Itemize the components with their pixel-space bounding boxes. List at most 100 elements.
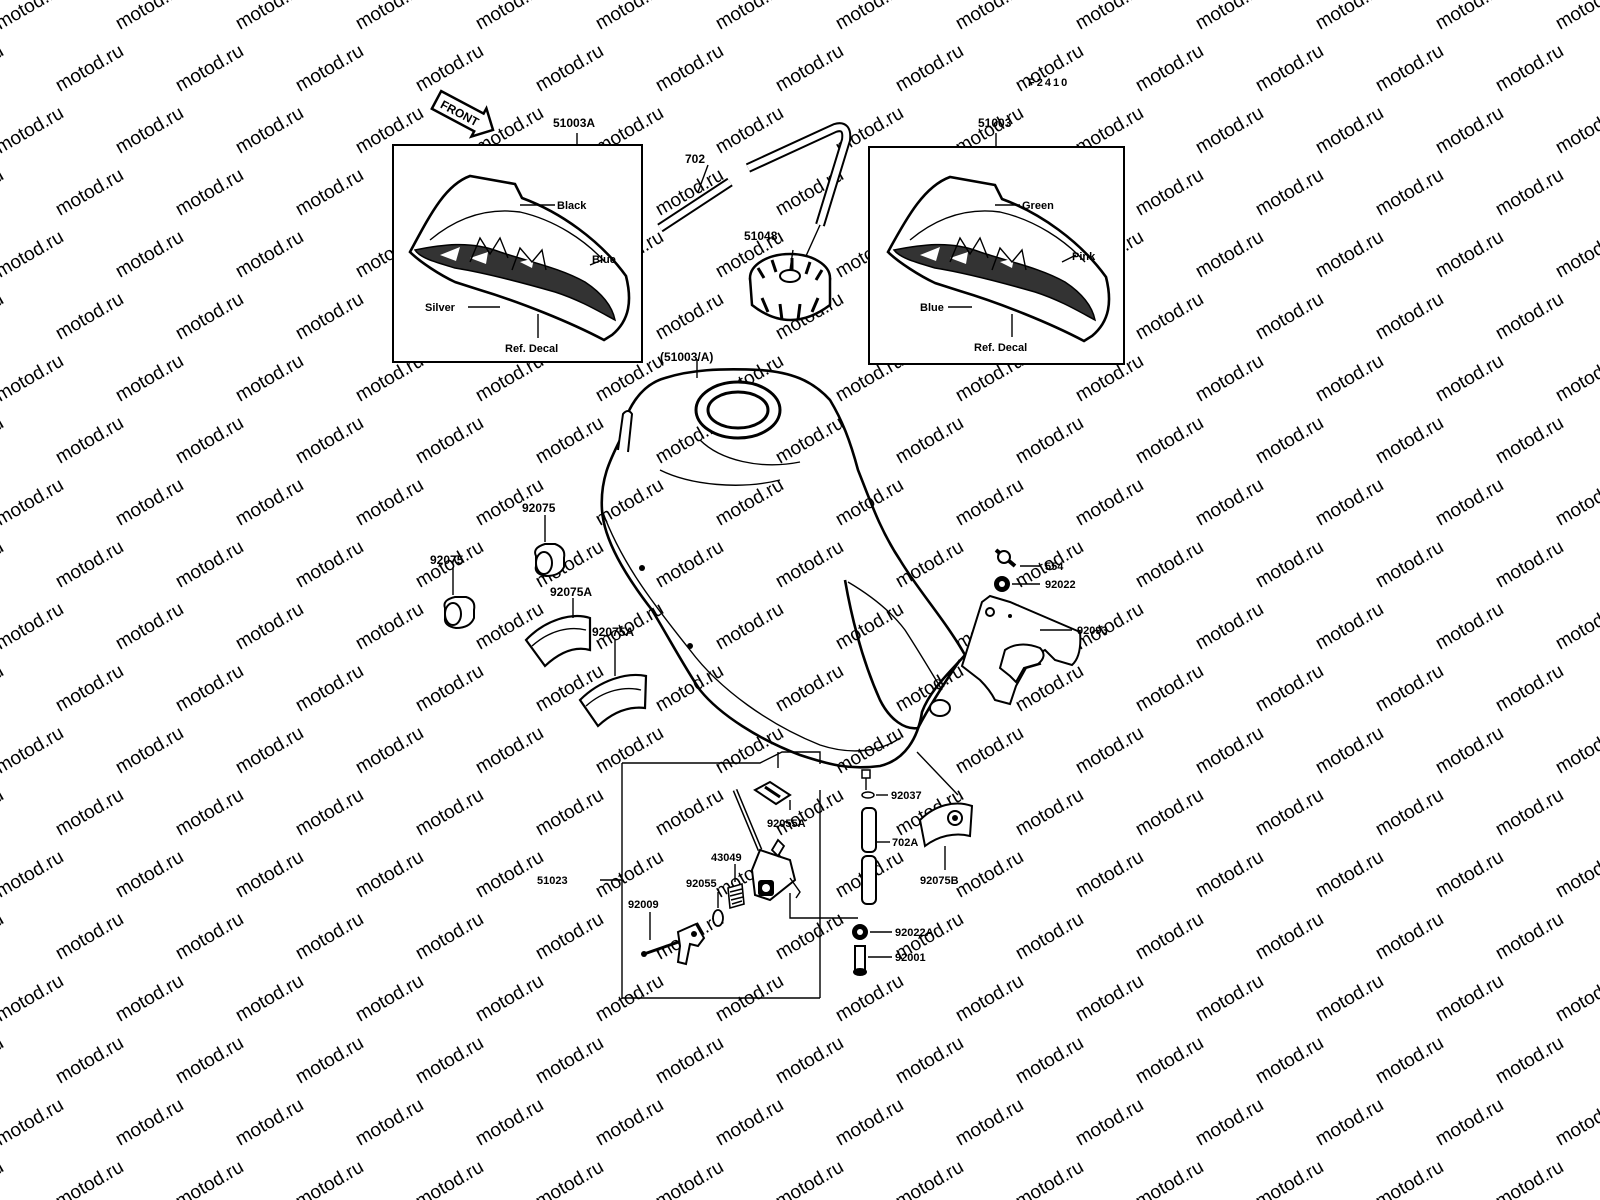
watermark-text: motod.ru (892, 1157, 967, 1200)
watermark-text: motod.ru (1372, 661, 1447, 717)
damper-92075-lower: 92075 (430, 553, 476, 630)
fuel-cap-51048: 51048 (744, 229, 832, 322)
watermark-text: motod.ru (412, 413, 487, 469)
watermark-text: motod.ru (1372, 165, 1447, 221)
watermark-text: motod.ru (112, 475, 187, 531)
watermark-text: motod.ru (892, 413, 967, 469)
watermark-text: motod.ru (1072, 971, 1147, 1027)
washer-92022a: 92022A (852, 924, 934, 940)
watermark-text: motod.ru (1312, 971, 1387, 1027)
watermark-text: motod.ru (592, 723, 667, 779)
watermark-text: motod.ru (0, 723, 67, 779)
watermark-text: motod.ru (1252, 909, 1327, 965)
watermark-text: motod.ru (892, 1033, 967, 1089)
pickup-tube (732, 789, 763, 851)
watermark-text: motod.ru (1012, 909, 1087, 965)
watermark-text: motod.ru (1372, 289, 1447, 345)
inset-left-ref: Ref. Decal (505, 343, 558, 355)
watermark-text: motod.ru (412, 661, 487, 717)
label-92055a: 92055A (767, 818, 806, 830)
watermark-text: motod.ru (232, 103, 307, 159)
label-51048: 51048 (744, 229, 778, 243)
watermark-text: motod.ru (232, 723, 307, 779)
bolt-92001: 92001 (853, 945, 926, 976)
watermark-text: motod.ru (1492, 661, 1567, 717)
watermark-text: motod.ru (1252, 661, 1327, 717)
watermark-text: motod.ru (0, 289, 7, 345)
watermark-text: motod.ru (1072, 1095, 1147, 1151)
inset-right-ref: Ref. Decal (974, 342, 1027, 354)
watermark-text: motod.ru (52, 785, 127, 841)
watermark-text: motod.ru (172, 41, 247, 97)
watermark-text: motod.ru (1432, 103, 1507, 159)
watermark-text: motod.ru (112, 971, 187, 1027)
watermark-text: motod.ru (1432, 971, 1507, 1027)
watermark-text: motod.ru (0, 537, 7, 593)
watermark-text: motod.ru (952, 847, 1027, 903)
watermark-text: motod.ru (1192, 227, 1267, 283)
oring-92055: 92055 (686, 878, 724, 927)
label-92001: 92001 (895, 952, 926, 964)
watermark-text: motod.ru (1192, 0, 1267, 34)
watermark-text: motod.ru (292, 537, 367, 593)
watermark-text: motod.ru (1492, 785, 1567, 841)
watermark-text: motod.ru (772, 909, 847, 965)
watermark-text: motod.ru (652, 1157, 727, 1200)
watermark-text: motod.ru (352, 1095, 427, 1151)
watermark-text: motod.ru (1192, 475, 1267, 531)
watermark-text: motod.ru (1312, 227, 1387, 283)
watermark-text: motod.ru (1552, 475, 1600, 531)
label-92075b: 92075B (920, 875, 959, 887)
watermark-text: motod.ru (1252, 785, 1327, 841)
inset-left-part-no: 51003A (553, 116, 595, 130)
watermark-text: motod.ru (1492, 1157, 1567, 1200)
watermark-text: motod.ru (1552, 599, 1600, 655)
watermark-text: motod.ru (232, 0, 307, 34)
watermark-text: motod.ru (232, 227, 307, 283)
watermark-text: motod.ru (112, 723, 187, 779)
watermark-text: motod.ru (232, 847, 307, 903)
watermark-text: motod.ru (1372, 785, 1447, 841)
watermark-text: motod.ru (0, 909, 7, 965)
bolt-554: 554 (994, 548, 1064, 573)
watermark-text: motod.ru (652, 41, 727, 97)
watermark-text: motod.ru (1312, 0, 1387, 34)
watermark-text: motod.ru (232, 971, 307, 1027)
inset-left-color-3: Silver (425, 302, 456, 314)
watermark-text: motod.ru (52, 661, 127, 717)
watermark-text: motod.ru (352, 847, 427, 903)
watermark-text: motod.ru (1132, 785, 1207, 841)
watermark-text: motod.ru (172, 289, 247, 345)
watermark-text: motod.ru (1012, 1033, 1087, 1089)
watermark-text: motod.ru (412, 785, 487, 841)
watermark-text: motod.ru (292, 1157, 367, 1200)
label-702a: 702A (892, 837, 918, 849)
watermark-text: motod.ru (1252, 41, 1327, 97)
watermark-text: motod.ru (412, 1033, 487, 1089)
watermark-text: motod.ru (112, 847, 187, 903)
watermark-text: motod.ru (112, 599, 187, 655)
damper-92075a-upper: 92075A (524, 585, 592, 668)
watermark-text: motod.ru (112, 1095, 187, 1151)
watermark-text: motod.ru (772, 413, 847, 469)
fuel-tank: (51003/A) (600, 350, 967, 769)
watermark-text: motod.ru (1492, 1033, 1567, 1089)
watermark-text: motod.ru (1552, 847, 1600, 903)
watermark-text: motod.ru (1132, 909, 1207, 965)
damper-92075a-lower: 92075A (578, 625, 648, 728)
label-92093: 92093 (1077, 625, 1108, 637)
watermark-text: motod.ru (712, 0, 787, 34)
watermark-text: motod.ru (52, 413, 127, 469)
watermark-text: motod.ru (1192, 847, 1267, 903)
label-554: 554 (1045, 561, 1064, 573)
watermark-text: motod.ru (1192, 103, 1267, 159)
watermark-text: motod.ru (0, 475, 67, 531)
label-92022: 92022 (1045, 579, 1076, 591)
watermark-text: motod.ru (1432, 723, 1507, 779)
seal-92055a: 92055A (753, 780, 806, 830)
watermark-text: motod.ru (0, 413, 7, 469)
watermark-text: motod.ru (1252, 289, 1327, 345)
watermark-text: motod.ru (532, 413, 607, 469)
watermark-text: motod.ru (1492, 537, 1567, 593)
